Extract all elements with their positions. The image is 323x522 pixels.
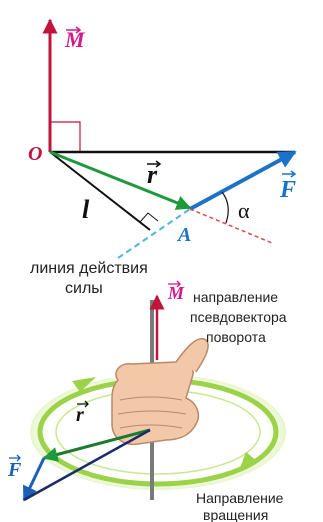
moment-overarrow-icon — [66, 26, 82, 34]
action-line-caption-2: силы — [65, 280, 103, 297]
force-label: F — [279, 177, 296, 203]
radius-overarrow-icon — [147, 160, 162, 168]
top-figure: M O l r F α A линия действия силы — [28, 18, 297, 297]
angle-arc — [221, 191, 229, 224]
lever-arm-line — [49, 151, 151, 231]
angle-label: α — [238, 198, 250, 223]
force-vector-arrow — [189, 150, 297, 211]
point-label: A — [176, 224, 191, 246]
origin-label: O — [28, 143, 42, 165]
pseudovector-caption-1: направление — [193, 289, 278, 305]
action-line-caption-1: линия действия — [30, 260, 148, 277]
rotation-arrowhead-2-icon — [240, 452, 258, 468]
lever-right-angle-mark — [139, 212, 159, 223]
radius-overarrow-icon-bottom — [77, 400, 89, 408]
force-overarrow-icon — [282, 170, 297, 178]
moment-triangle — [23, 428, 151, 502]
radius-label-bottom: r — [76, 404, 84, 426]
radius-vector-arrow — [49, 150, 192, 210]
rotation-caption-2: вращения — [203, 507, 268, 522]
bottom-figure: r F M направление псевдовектора поворота… — [7, 280, 287, 522]
moment-label-bottom: M — [167, 283, 185, 303]
radius-vector-arrow-bottom — [42, 428, 151, 462]
force-overarrow-icon-bottom — [9, 454, 21, 462]
force-vector-arrow-bottom — [22, 457, 46, 502]
lever-arm-label: l — [82, 195, 90, 224]
pseudovector-caption-3: поворота — [206, 329, 266, 345]
rotation-caption-1: Направление — [196, 490, 284, 506]
action-line — [117, 208, 191, 259]
moment-label: M — [64, 27, 86, 52]
radius-label: r — [147, 160, 158, 189]
moment-overarrow-icon-bottom — [168, 280, 181, 288]
pseudovector-caption-2: псевдовектора — [190, 309, 287, 325]
force-label-bottom: F — [7, 459, 22, 481]
right-angle-mark — [50, 121, 81, 152]
r-extension-line — [189, 208, 273, 244]
right-hand-illustration — [111, 337, 209, 446]
rotation-arrowhead-icon — [72, 377, 96, 392]
